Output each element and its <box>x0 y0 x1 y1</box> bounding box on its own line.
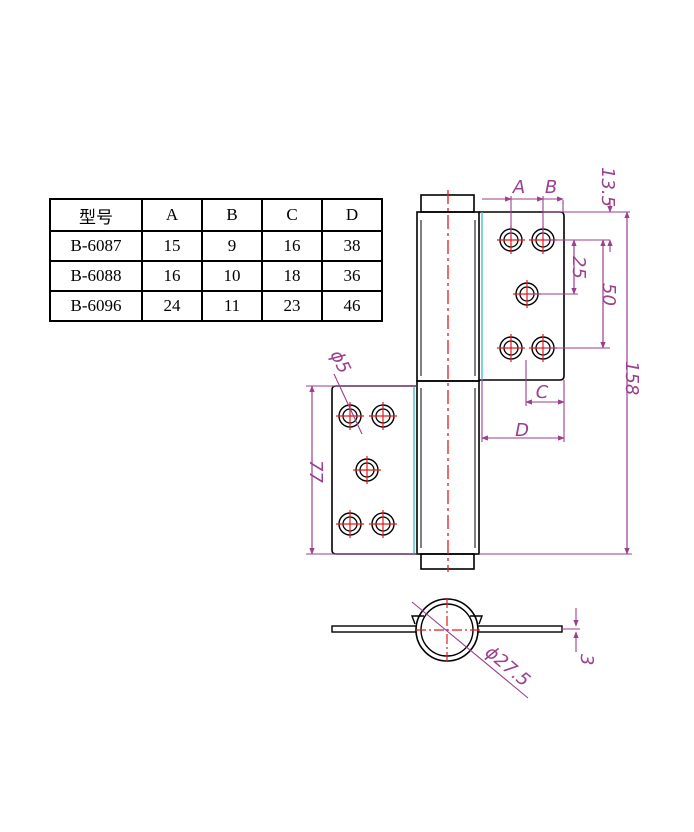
dimension-labels: A B 13.5 25 50 158 C D 77 ϕ5 <box>305 167 642 483</box>
header-a: A <box>141 198 203 232</box>
dim-a-label: A <box>512 177 525 198</box>
dim-d-label: D <box>515 420 529 441</box>
cell-model: B-6096 <box>49 290 143 322</box>
table-row: B-6087 15 9 16 38 <box>49 230 383 262</box>
header-c: C <box>261 198 323 232</box>
cell-a: 24 <box>141 290 203 322</box>
cell-b: 11 <box>201 290 263 322</box>
screw-hole <box>369 402 397 430</box>
screw-hole <box>336 510 364 538</box>
dim-3-label: 3 <box>576 654 597 665</box>
screw-hole <box>336 402 364 430</box>
header-model: 型号 <box>49 198 143 232</box>
dim-158-label: 158 <box>621 361 642 395</box>
dim-phi27-5-label: ϕ27.5 <box>481 642 534 691</box>
table-row: B-6096 24 11 23 46 <box>49 290 383 322</box>
cell-b: 9 <box>201 230 263 262</box>
cell-c: 18 <box>261 260 323 292</box>
dim-b-label: B <box>545 177 557 198</box>
cell-model: B-6088 <box>49 260 143 292</box>
cell-c: 16 <box>261 230 323 262</box>
cell-d: 36 <box>321 260 383 292</box>
spec-table: 型号 A B C D B-6087 15 9 16 38 B-6088 16 1… <box>49 198 383 322</box>
cell-a: 16 <box>141 260 203 292</box>
dimension-lines <box>306 196 632 555</box>
screw-hole <box>353 456 381 484</box>
dim-c-label: C <box>536 382 549 403</box>
table-header-row: 型号 A B C D <box>49 198 383 232</box>
cell-a: 15 <box>141 230 203 262</box>
cell-model: B-6087 <box>49 230 143 262</box>
cell-b: 10 <box>201 260 263 292</box>
screw-hole <box>369 510 397 538</box>
plan-view-labels: ϕ27.5 3 <box>481 642 597 691</box>
dim-77-label: 77 <box>305 460 326 483</box>
header-b: B <box>201 198 263 232</box>
plan-view <box>331 598 580 699</box>
dim-phi5-label: ϕ5 <box>326 347 355 377</box>
dim-13-5-label: 13.5 <box>597 167 618 207</box>
table-row: B-6088 16 10 18 36 <box>49 260 383 292</box>
screw-holes <box>336 226 557 538</box>
dim-50-label: 50 <box>598 283 619 306</box>
cell-c: 23 <box>261 290 323 322</box>
cell-d: 38 <box>321 230 383 262</box>
screw-hole <box>497 334 525 362</box>
cell-d: 46 <box>321 290 383 322</box>
dim-25-label: 25 <box>568 256 589 279</box>
header-d: D <box>321 198 383 232</box>
